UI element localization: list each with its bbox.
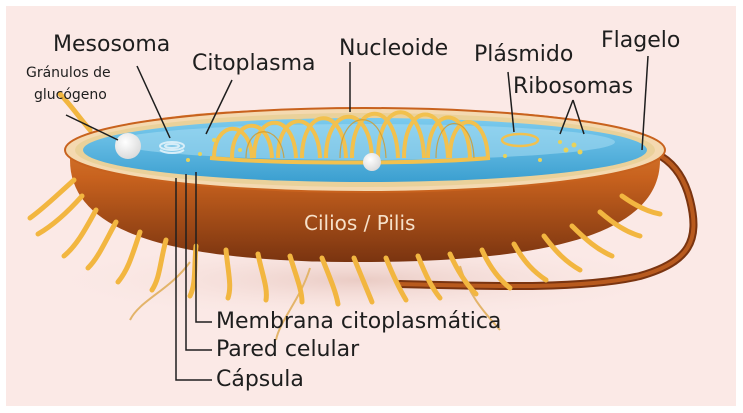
label-plasmido: Plásmido	[474, 44, 573, 66]
label-flagelo: Flagelo	[601, 30, 680, 52]
label-mesosoma: Mesosoma	[53, 34, 170, 56]
label-citoplasma: Citoplasma	[192, 53, 316, 75]
label-cilios-pilis: Cilios / Pilis	[304, 213, 415, 233]
label-capsula: Cápsula	[216, 369, 304, 391]
glycogen-granule	[363, 153, 381, 171]
label-granulos-line1: Gránulos de	[26, 66, 111, 80]
label-membrana: Membrana citoplasmática	[216, 311, 501, 333]
label-pared: Pared celular	[216, 339, 359, 361]
label-nucleoide: Nucleoide	[339, 38, 448, 60]
label-granulos-line2: glucógeno	[34, 88, 107, 102]
glycogen-granule	[115, 133, 141, 159]
label-ribosomas: Ribosomas	[513, 76, 633, 98]
